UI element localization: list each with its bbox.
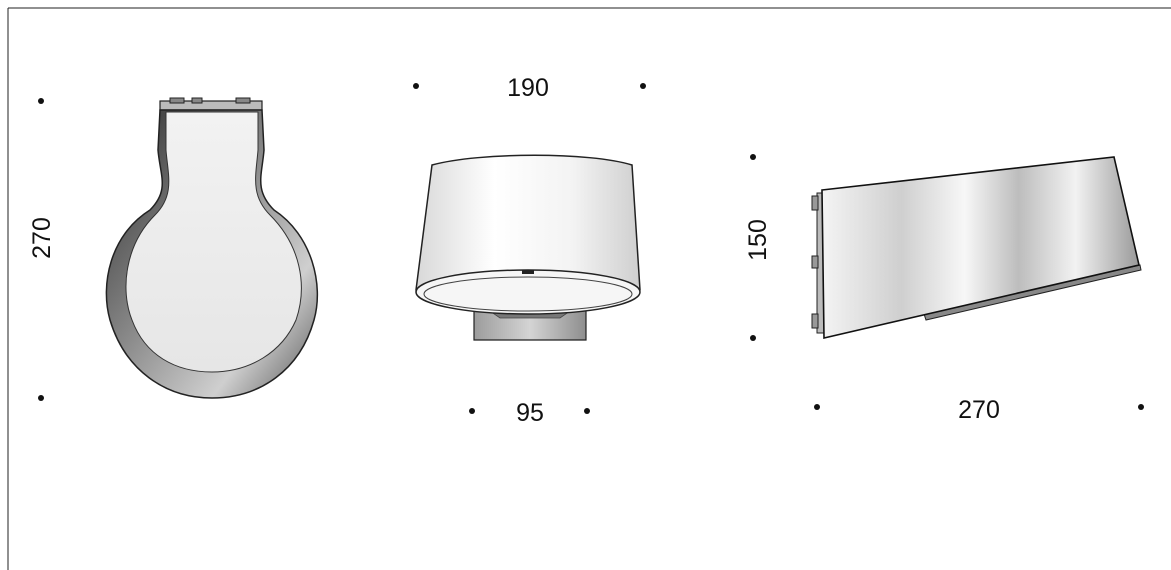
mount-screw (191, 97, 203, 104)
front-view: 270 (28, 97, 319, 401)
bracket-screw (811, 255, 819, 269)
lamp-face (125, 111, 302, 373)
mount-screw (169, 97, 185, 104)
front-height-label: 270 (28, 217, 56, 259)
dimension-dot (750, 154, 756, 160)
dimension-dot (814, 404, 820, 410)
side-length-label: 270 (958, 396, 1000, 424)
side-view: 150 270 (744, 154, 1144, 424)
dimension-dot (38, 98, 44, 104)
dimension-dot (640, 83, 646, 89)
dimension-dot (469, 408, 475, 414)
mount-screw (235, 97, 251, 104)
dimension-dot (413, 83, 419, 89)
dimension-dot (750, 335, 756, 341)
top-view: 190 95 (413, 74, 646, 427)
dimension-dot (584, 408, 590, 414)
top-depth-label: 95 (516, 399, 544, 427)
side-shade (821, 156, 1140, 340)
top-width-label: 190 (507, 74, 549, 102)
bracket-screw (811, 313, 819, 329)
side-height-label: 150 (744, 219, 772, 261)
bracket-screw (811, 195, 819, 211)
shade-rim-inner (423, 276, 633, 312)
dimension-dot (38, 395, 44, 401)
rim-notch (522, 270, 534, 274)
dimension-dot (1138, 404, 1144, 410)
